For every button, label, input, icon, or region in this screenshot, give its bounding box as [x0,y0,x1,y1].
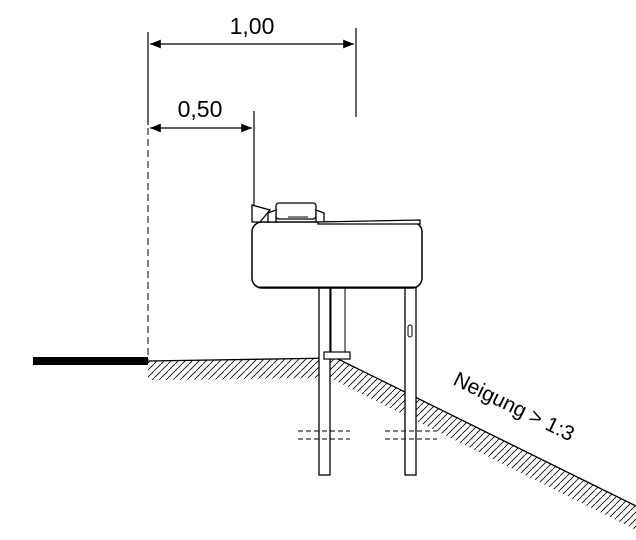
post-break-gaps [320,432,415,438]
ground-hatching [147,357,636,530]
road-surface [33,357,148,365]
dimension-inner-label: 0,50 [178,96,223,122]
guardrail-beam [251,221,423,289]
post-break-markers [298,430,437,440]
dimension-top-label: 1,00 [230,13,275,39]
post-front [318,286,331,476]
guardrail-top-cap [251,202,421,225]
dimension-top: 1,00 [147,13,357,125]
support-bracket [323,286,351,360]
post-back [404,286,417,476]
dimension-inner: 0,50 [150,96,255,205]
